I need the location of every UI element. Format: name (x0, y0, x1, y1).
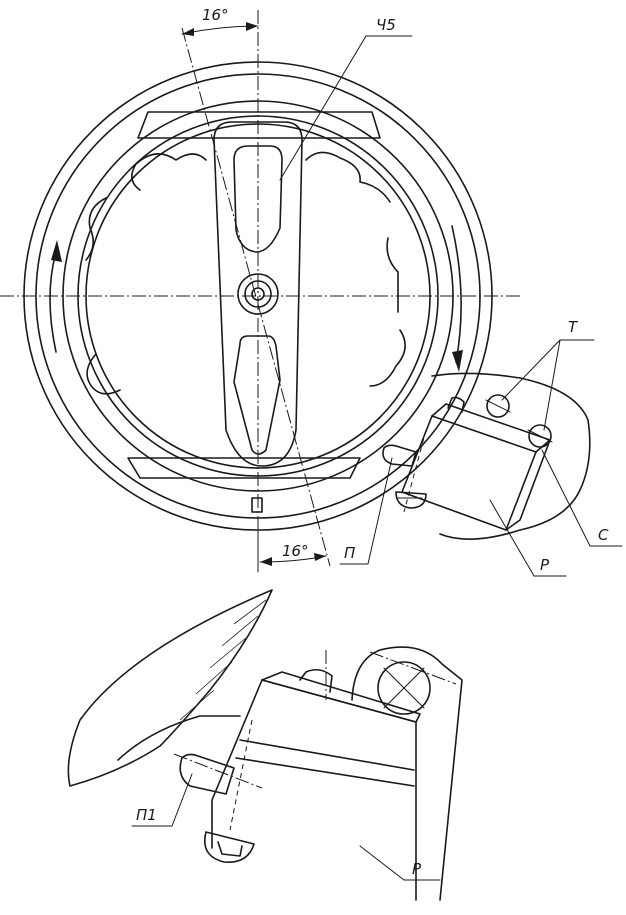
pointer-slot-lower (233, 335, 281, 455)
screw-t2-center (527, 429, 553, 443)
detail-switch-left (211, 679, 263, 849)
label-p1: П1 (136, 806, 157, 824)
label-r-bottom: Р (412, 860, 422, 878)
screw-t1 (486, 394, 510, 418)
detail-screw-head (204, 831, 255, 863)
detail-hole (377, 661, 431, 715)
plunger-top (447, 396, 465, 413)
switch-box-front (401, 415, 537, 531)
detail-switch-band-bot (235, 757, 415, 787)
detail-plunger (299, 668, 333, 693)
right-arc-arrow (451, 225, 462, 363)
dial-assembly: 16° 16° Ч5 (0, 6, 520, 573)
detail-bracket (351, 646, 463, 901)
detail-screw-slot (217, 841, 243, 857)
leader-s (541, 449, 591, 547)
right-arrow-head (452, 350, 463, 372)
inclined-centerline (181, 27, 331, 567)
angle-dim-top-arrow-l (182, 28, 194, 36)
scalloped-plate (85, 151, 406, 395)
detail-hole-center (369, 651, 457, 685)
housing-curve (67, 589, 273, 787)
leader-t-1 (501, 339, 561, 401)
detail-switch-band-top (239, 739, 415, 771)
leader-ch5 (279, 35, 367, 181)
label-t: Т (568, 318, 579, 336)
leader-r-top (489, 499, 535, 577)
screw-head-lower (395, 491, 427, 509)
pin-p (382, 444, 417, 467)
housing-lower-edge (117, 715, 241, 761)
detail-pin-axis (173, 753, 263, 789)
pointer-body (213, 121, 303, 467)
screw-t2 (528, 424, 552, 448)
switch-box-side (505, 439, 551, 531)
angle-dim-top-arrow-r (246, 22, 258, 31)
angle-dim-bottom-arrow-r (314, 553, 326, 561)
housing-hatch-region (179, 599, 267, 721)
index-mark (251, 497, 263, 513)
switch-assembly-top: Т С П Р (339, 318, 623, 577)
left-arc-arrow (49, 251, 57, 353)
bracket-outline (431, 372, 591, 540)
top-window (137, 111, 381, 139)
leader-p (367, 457, 393, 565)
left-arrow-head (51, 240, 62, 262)
detail-hidden-axis (229, 719, 253, 831)
detail-switch-front (261, 679, 417, 901)
switch-assembly-detail: П1 Р (67, 589, 463, 901)
screw-t1-center (485, 399, 511, 413)
label-p: П (344, 544, 355, 562)
label-r-top: Р (540, 556, 550, 574)
detail-switch-top (261, 671, 421, 723)
pointer-slot-upper (233, 145, 283, 253)
leader-p1 (171, 773, 193, 827)
leader-r-bottom (359, 845, 405, 881)
label-s: С (598, 526, 609, 544)
angle-dim-bottom-arrow-l (260, 557, 272, 566)
angle-dim-top-text: 16° (202, 6, 229, 24)
leader-t-2 (543, 339, 561, 431)
label-ch5: Ч5 (376, 16, 396, 34)
angle-dim-bottom-text: 16° (282, 542, 309, 560)
detail-hole-x2 (383, 667, 425, 709)
detail-pin (179, 753, 235, 795)
